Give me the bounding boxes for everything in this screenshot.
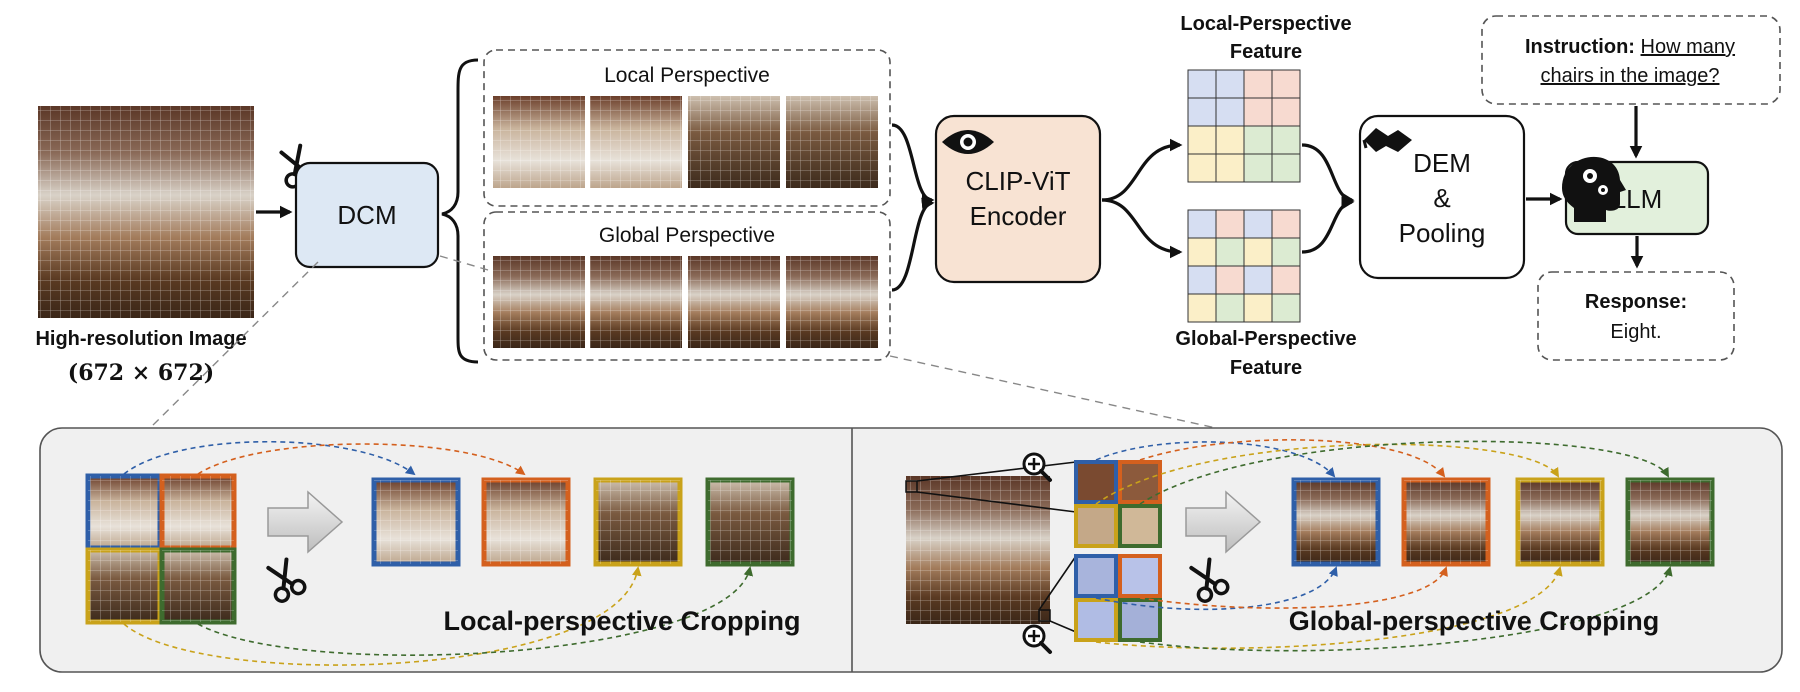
instruction-box	[1481, 15, 1781, 105]
hr-image-size: (672 × 672)	[68, 360, 214, 386]
arc-global-yellow-top	[1095, 443, 1560, 505]
connector-views-to-panel	[889, 355, 1217, 429]
local-perspective-label: Local Perspective	[604, 64, 770, 87]
global-crop-arrow	[1185, 490, 1262, 554]
global-source-image	[905, 476, 1051, 624]
global-view-thumbnails	[493, 256, 878, 348]
high-resolution-image	[38, 106, 254, 318]
dem-line2: &	[1433, 183, 1450, 213]
arc-local-blue	[123, 440, 416, 476]
encoder-line2: Encoder	[970, 201, 1067, 231]
dcm-label: DCM	[337, 200, 396, 230]
arrow-global-to-encoder	[891, 197, 935, 292]
local-crop-outputs	[371, 477, 795, 567]
global-perspective-feature-grid	[1187, 209, 1301, 323]
arc-global-blue-top	[1095, 441, 1336, 478]
response-text: Eight.	[1610, 321, 1661, 343]
local-perspective-feature-grid	[1187, 69, 1301, 183]
handshake-icon	[1362, 128, 1412, 152]
global-feature-label-2: Feature	[1230, 357, 1302, 379]
arc-local-green	[197, 566, 754, 656]
response-label: Response:	[1585, 291, 1687, 313]
head-gears-icon	[1562, 156, 1626, 222]
response-box	[1537, 271, 1735, 361]
dem-pooling-box	[1358, 114, 1526, 280]
clip-vit-encoder-box	[934, 114, 1102, 284]
zoom-lines-top	[916, 461, 1077, 513]
instruction-text-line2: chairs in the image?	[1541, 65, 1720, 87]
global-perspective-label: Global Perspective	[599, 224, 775, 247]
local-view-thumbnails	[493, 96, 878, 188]
eye-icon	[942, 130, 994, 154]
global-cropping-title: Global-perspective Cropping	[1289, 606, 1660, 636]
arc-global-orange-top	[1139, 439, 1446, 478]
local-crop-arrow	[267, 490, 344, 554]
zoom-in-icon-bottom	[1022, 624, 1052, 654]
arrow-local-to-encoder	[891, 123, 935, 207]
arrow-global-feature-to-dem	[1301, 196, 1355, 254]
encoder-line1: CLIP-ViT	[966, 166, 1071, 196]
arrow-local-feature-to-dem	[1301, 143, 1355, 206]
dem-line3: Pooling	[1399, 218, 1486, 248]
arc-global-green-bottom	[1139, 566, 1673, 652]
instruction-text-line1: Instruction: How many	[1525, 36, 1735, 58]
arrow-encoder-to-global-feature	[1101, 198, 1183, 259]
dem-line1: DEM	[1413, 148, 1471, 178]
zoom-in-icon	[1022, 452, 1052, 482]
local-source-quadrants	[85, 473, 237, 625]
views-brace	[441, 58, 479, 364]
connector-dcm-to-panel	[149, 261, 319, 429]
connector-dcm-to-views	[439, 255, 489, 271]
local-cropping-title: Local-perspective Cropping	[443, 606, 800, 636]
zoomed-patches-bottom	[1074, 554, 1162, 642]
zoomed-patches-top	[1074, 460, 1162, 548]
local-feature-label-1: Local-Perspective	[1180, 13, 1351, 35]
arc-global-green-top	[1139, 440, 1669, 505]
hr-image-label: High-resolution Image	[35, 328, 246, 350]
arrow-encoder-to-local-feature	[1101, 138, 1183, 202]
dcm-box	[294, 161, 440, 269]
zoom-lines-bottom	[1038, 555, 1077, 633]
global-feature-label-1: Global-Perspective	[1175, 328, 1356, 350]
arc-global-yellow-bottom	[1095, 566, 1563, 650]
global-crop-outputs	[1291, 477, 1715, 567]
local-feature-label-2: Feature	[1230, 41, 1302, 63]
arc-local-yellow	[123, 566, 642, 666]
arc-global-orange-bottom	[1139, 566, 1448, 609]
